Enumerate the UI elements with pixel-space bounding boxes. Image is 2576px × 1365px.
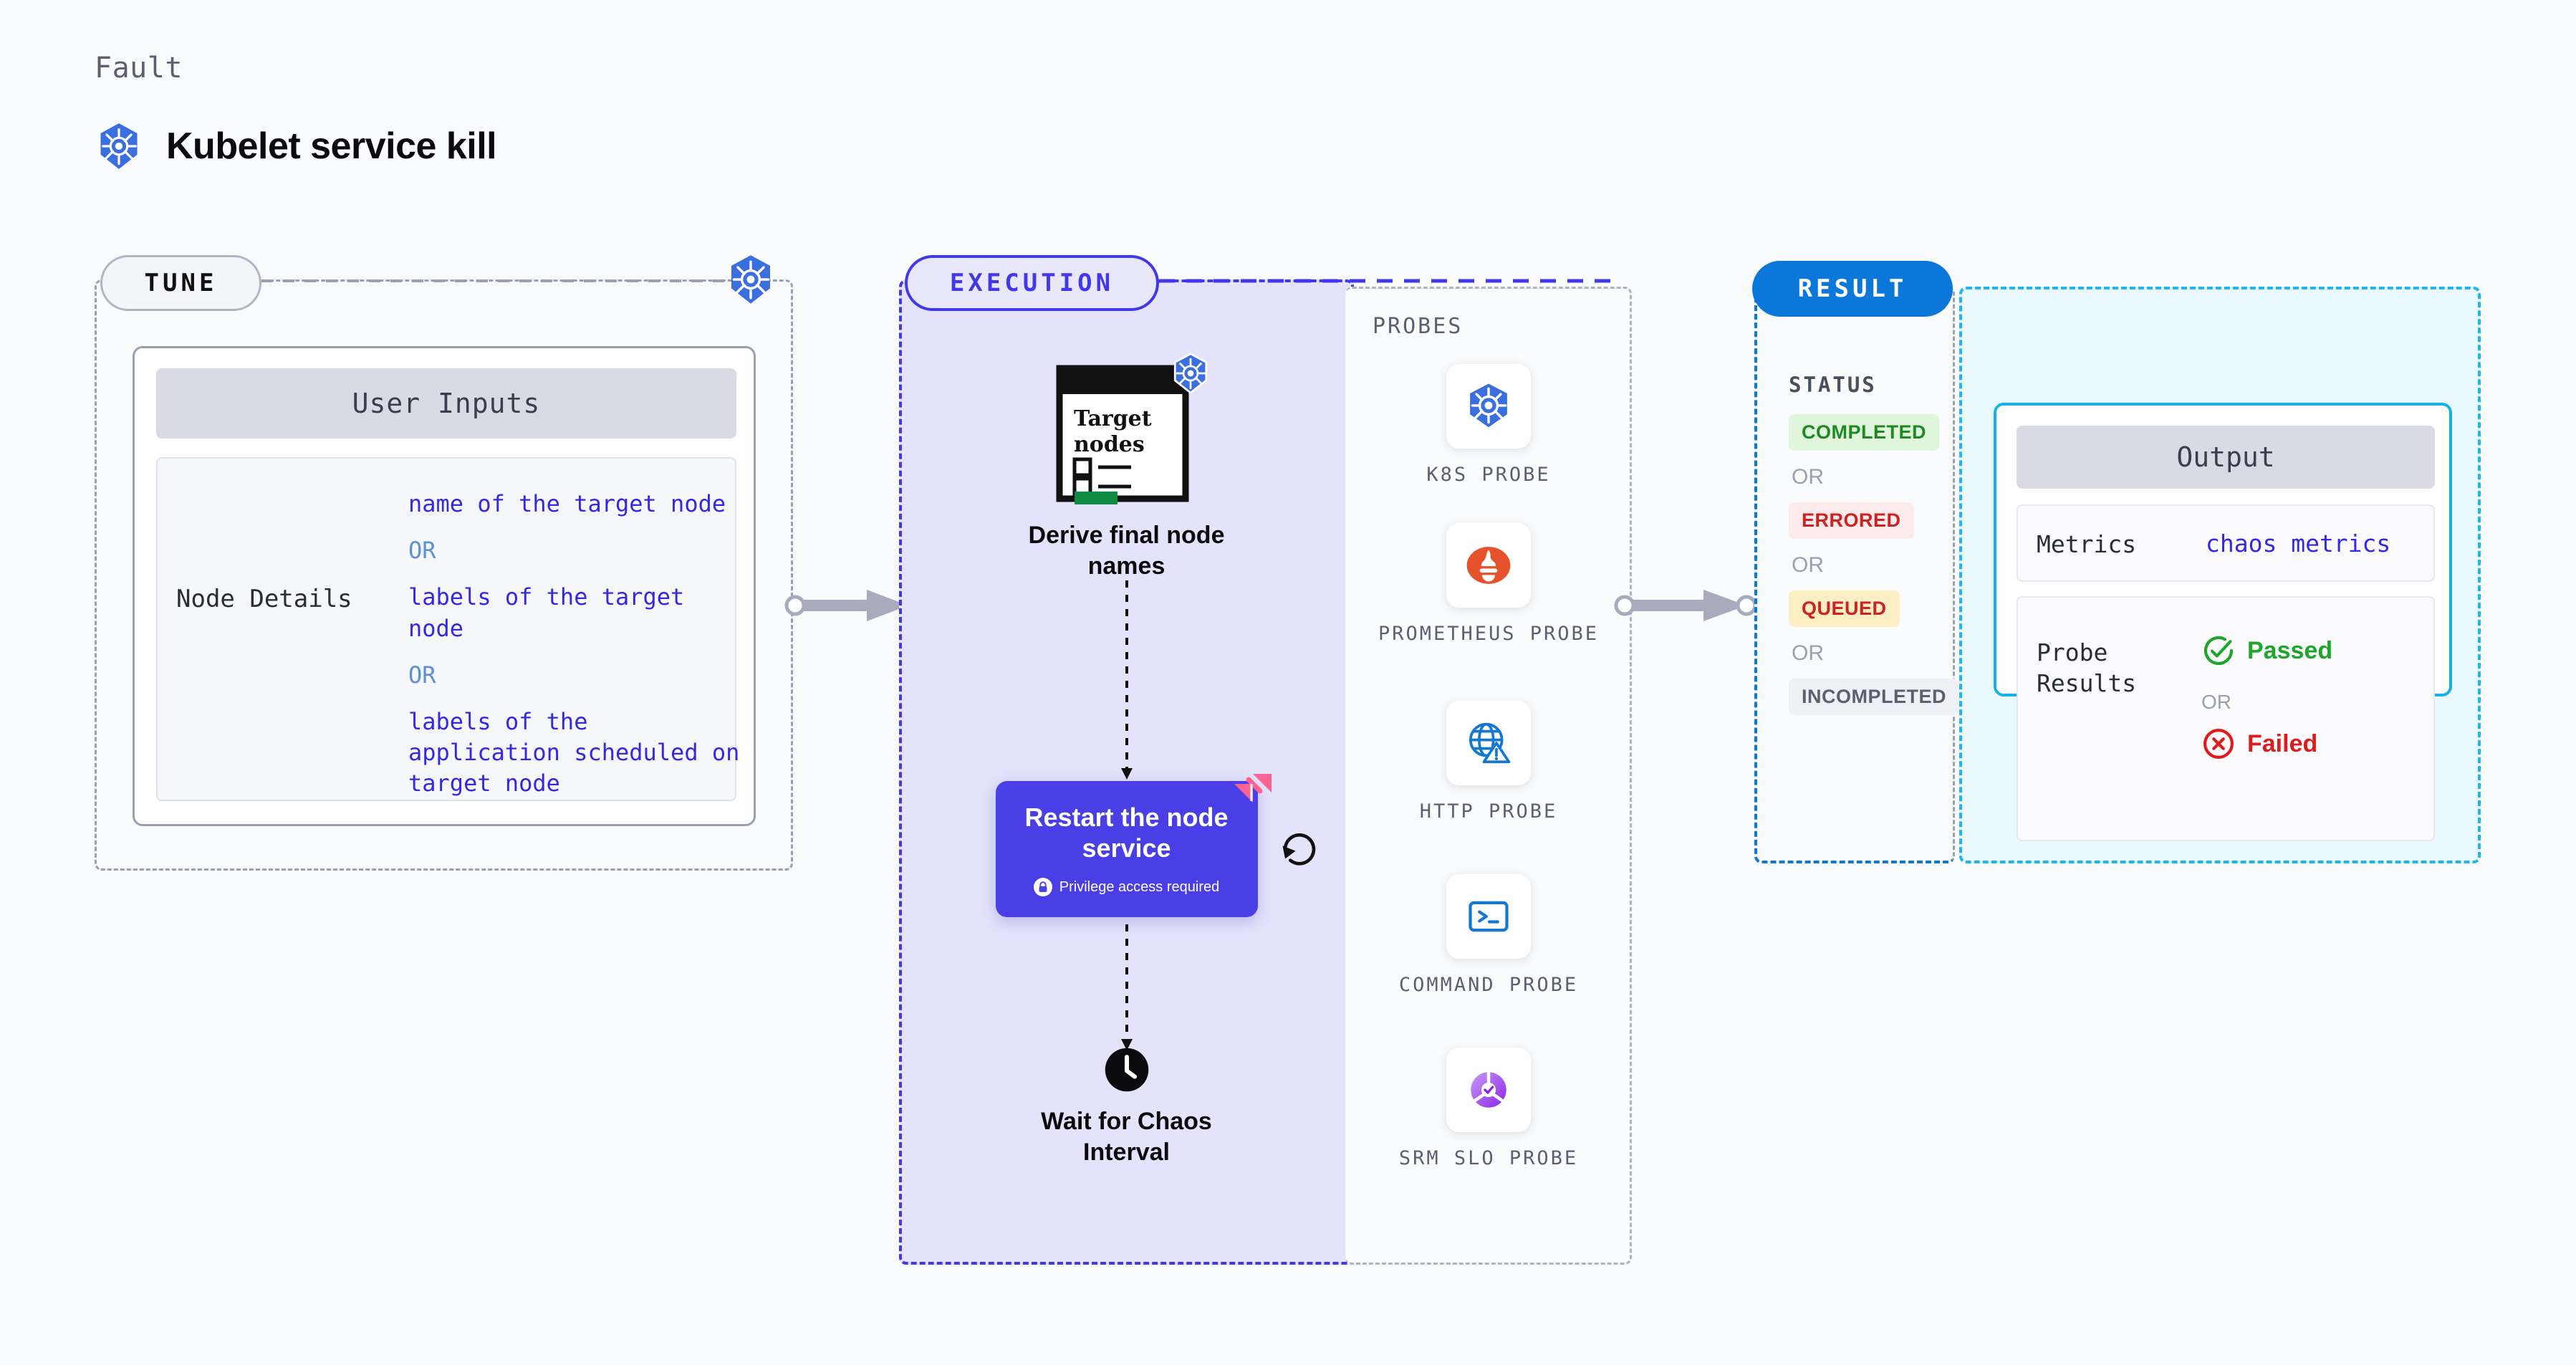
page-title-row: Kubelet service kill [95, 122, 497, 171]
node-details-or-1: OR [408, 537, 436, 565]
fault-eyebrow-label: Fault [95, 52, 183, 85]
tune-panel: TUNE User Inputs Node Details [95, 255, 793, 871]
probes-title: PROBES [1373, 314, 1464, 339]
clock-icon [1103, 1046, 1150, 1093]
derive-final-node-names-label: Derive final node names [1028, 522, 1225, 580]
svg-text:Target: Target [1074, 406, 1152, 431]
execution-panel: EXECUTION Target nodes [899, 255, 1610, 1265]
output-card: Output Metrics chaos metrics Probe Resul… [1994, 403, 2452, 841]
x-circle-icon [2201, 727, 2236, 761]
status-or-2: OR [1792, 553, 1824, 577]
user-inputs-header: User Inputs [156, 368, 736, 439]
restart-the-node-service-label: Restart the node service [1024, 802, 1229, 863]
tune-badge[interactable]: TUNE [100, 255, 261, 311]
probe-prometheus-label: PROMETHEUS PROBE [1378, 623, 1600, 645]
status-list: COMPLETED OR ERRORED OR QUEUED OR INCOMP… [1789, 414, 1960, 715]
lock-icon [1033, 878, 1052, 897]
refresh-icon [1279, 828, 1320, 869]
node-details-key: Node Details [176, 585, 352, 613]
metrics-key: Metrics [2037, 530, 2137, 558]
status-title: STATUS [1789, 373, 1877, 397]
passed-label: Passed [2247, 636, 2333, 664]
metrics-value-link[interactable]: chaos metrics [2206, 530, 2391, 557]
status-or-1: OR [1792, 465, 1824, 489]
node-details-values: name of the target node OR labels of the… [408, 489, 739, 800]
node-derive-final-node-names[interactable]: Target nodes [1005, 353, 1249, 581]
wait-for-chaos-interval-label: Wait for Chaos Interval [1041, 1108, 1212, 1166]
probe-result-failed: Failed [2201, 727, 2317, 761]
prometheus-icon [1446, 523, 1531, 608]
probe-srm-slo[interactable]: SRM SLO PROBE [1345, 1048, 1632, 1171]
page-title: Kubelet service kill [166, 125, 497, 167]
restart-to-wait-arrow [1120, 924, 1133, 1050]
probe-http[interactable]: HTTP PROBE [1345, 701, 1632, 824]
node-details-value-3: labels of the application scheduled on t… [408, 707, 740, 798]
node-details-value-1: name of the target node [408, 490, 726, 517]
output-header: Output [2017, 426, 2435, 489]
failed-label: Failed [2247, 729, 2318, 757]
kubernetes-icon [95, 122, 143, 171]
privilege-note: Privilege access required [1033, 878, 1220, 897]
result-panel: RESULT STATUS COMPLETED OR ERRORED OR QU… [1752, 261, 1960, 863]
probe-command[interactable]: COMMAND PROBE [1345, 874, 1632, 997]
probe-result-passed: Passed [2201, 633, 2332, 668]
status-badge-queued: QUEUED [1789, 590, 1900, 627]
probe-command-label: COMMAND PROBE [1398, 974, 1579, 996]
derive-to-restart-arrow [1120, 566, 1133, 780]
probes-panel: PROBES K8S PROBE [1345, 287, 1632, 1265]
svg-text:nodes: nodes [1074, 432, 1145, 457]
target-nodes-card-icon: Target nodes [1056, 365, 1188, 504]
probe-results-key: Probe Results [2037, 638, 2137, 697]
node-restart-the-node-service[interactable]: Restart the node service Privilege acces… [995, 781, 1258, 917]
output-probe-results-row: Probe Results Passed OR [2017, 596, 2435, 841]
execution-badge[interactable]: EXECUTION [905, 255, 1159, 311]
probe-k8s[interactable]: K8S PROBE [1345, 364, 1632, 487]
probe-k8s-label: K8S PROBE [1426, 464, 1551, 486]
kubernetes-icon [1446, 364, 1531, 449]
srm-slo-icon [1446, 1048, 1531, 1132]
result-badge[interactable]: RESULT [1752, 261, 1953, 317]
execution-badge-connector [1159, 279, 1610, 283]
kubernetes-icon [725, 254, 777, 305]
probe-prometheus[interactable]: PROMETHEUS PROBE [1345, 523, 1632, 646]
terminal-icon [1446, 874, 1531, 959]
node-details-or-2: OR [408, 661, 436, 689]
node-details-value-2: labels of the target node [408, 583, 685, 642]
status-badge-incompleted: INCOMPLETED [1789, 679, 1960, 715]
kubernetes-icon [1170, 353, 1211, 394]
harness-icon [1231, 770, 1274, 813]
probes-to-result-connector [1614, 590, 1757, 621]
node-wait-for-chaos-interval[interactable]: Wait for Chaos Interval [1019, 1046, 1234, 1167]
user-inputs-body: Node Details name of the target node OR … [156, 457, 739, 801]
output-panel: Output Metrics chaos metrics Probe Resul… [1959, 287, 2481, 863]
status-badge-errored: ERRORED [1789, 502, 1914, 539]
privilege-note-text: Privilege access required [1059, 878, 1220, 895]
status-badge-completed: COMPLETED [1789, 414, 1940, 451]
tune-badge-connector [261, 279, 726, 282]
probe-http-label: HTTP PROBE [1419, 800, 1558, 823]
output-metrics-row: Metrics chaos metrics [2017, 504, 2435, 582]
result-panel-border [1754, 287, 1955, 863]
check-circle-icon [2201, 633, 2236, 668]
probe-srm-slo-label: SRM SLO PROBE [1398, 1147, 1579, 1169]
probe-result-or: OR [2201, 691, 2231, 713]
globe-warning-icon [1446, 701, 1531, 785]
user-inputs-card: User Inputs Node Details name of the tar… [133, 346, 756, 826]
status-or-3: OR [1792, 641, 1824, 665]
